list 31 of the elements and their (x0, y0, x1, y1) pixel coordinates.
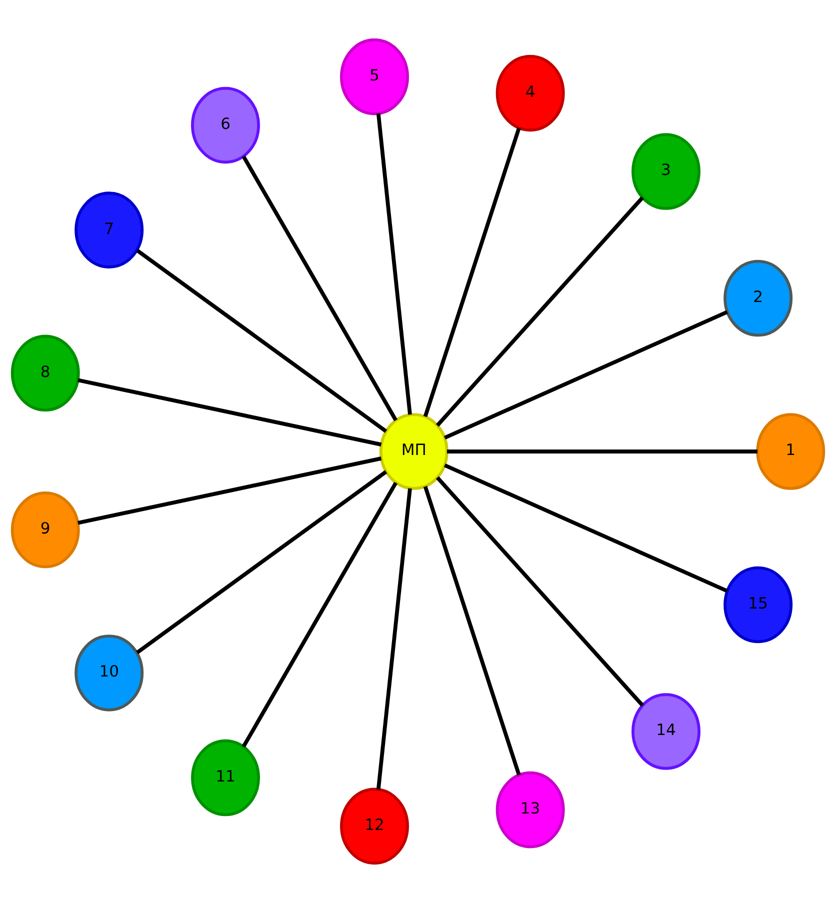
node-ellipse: 1 (756, 413, 826, 490)
connector (444, 463, 728, 593)
connector (136, 248, 388, 433)
node-ellipse: 6 (191, 86, 260, 164)
node-ellipse: МП (379, 413, 448, 490)
connector (242, 482, 398, 748)
connector (447, 450, 758, 454)
connector (376, 113, 412, 415)
connector (423, 127, 521, 418)
node-ellipse: 3 (631, 133, 700, 210)
node-ellipse: 7 (74, 192, 144, 268)
connector (78, 456, 382, 525)
node-ellipse: 12 (340, 788, 409, 865)
node-ellipse: 4 (496, 54, 565, 132)
connector (242, 155, 398, 422)
connector (436, 196, 644, 427)
connector (436, 476, 644, 707)
node-ellipse: 13 (496, 771, 565, 848)
node-ellipse: 5 (340, 38, 409, 116)
node-ellipse: 10 (74, 634, 144, 712)
node-ellipse: 9 (10, 491, 80, 568)
connector (444, 310, 728, 440)
node-ellipse: 15 (724, 566, 793, 644)
connector (423, 486, 521, 776)
connector (376, 488, 412, 790)
connector (136, 470, 388, 654)
node-ellipse: 2 (724, 260, 793, 337)
node-ellipse: 8 (10, 334, 80, 412)
node-ellipse: 14 (631, 693, 700, 770)
connector (78, 378, 382, 446)
node-ellipse: 11 (191, 739, 260, 816)
